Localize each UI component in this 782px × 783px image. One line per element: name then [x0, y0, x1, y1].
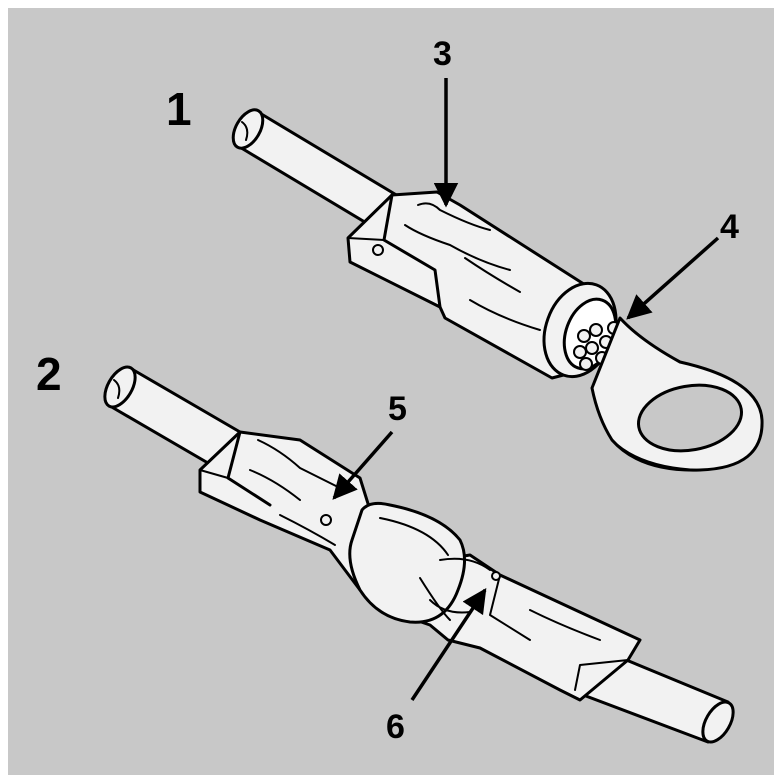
callout-3-label: 3: [433, 35, 452, 73]
barrel-terminal-1: [346, 190, 592, 380]
arrow-4: [626, 236, 720, 320]
arrow-6: [410, 587, 487, 701]
callout-6-label: 6: [386, 708, 405, 746]
splice-center-bulge: [348, 501, 491, 624]
barrel-end-1: [542, 281, 625, 379]
callout-arrows: [332, 78, 720, 701]
callout-4-label: 4: [720, 208, 739, 246]
item-2-label: 2: [36, 348, 62, 400]
ring-tongue: [590, 316, 764, 472]
item-1-label: 1: [166, 83, 192, 135]
arrow-5: [332, 430, 394, 500]
callout-5-label: 5: [388, 390, 407, 428]
ring-terminal-assembly: [231, 108, 764, 472]
butt-splice-assembly: [103, 365, 735, 744]
